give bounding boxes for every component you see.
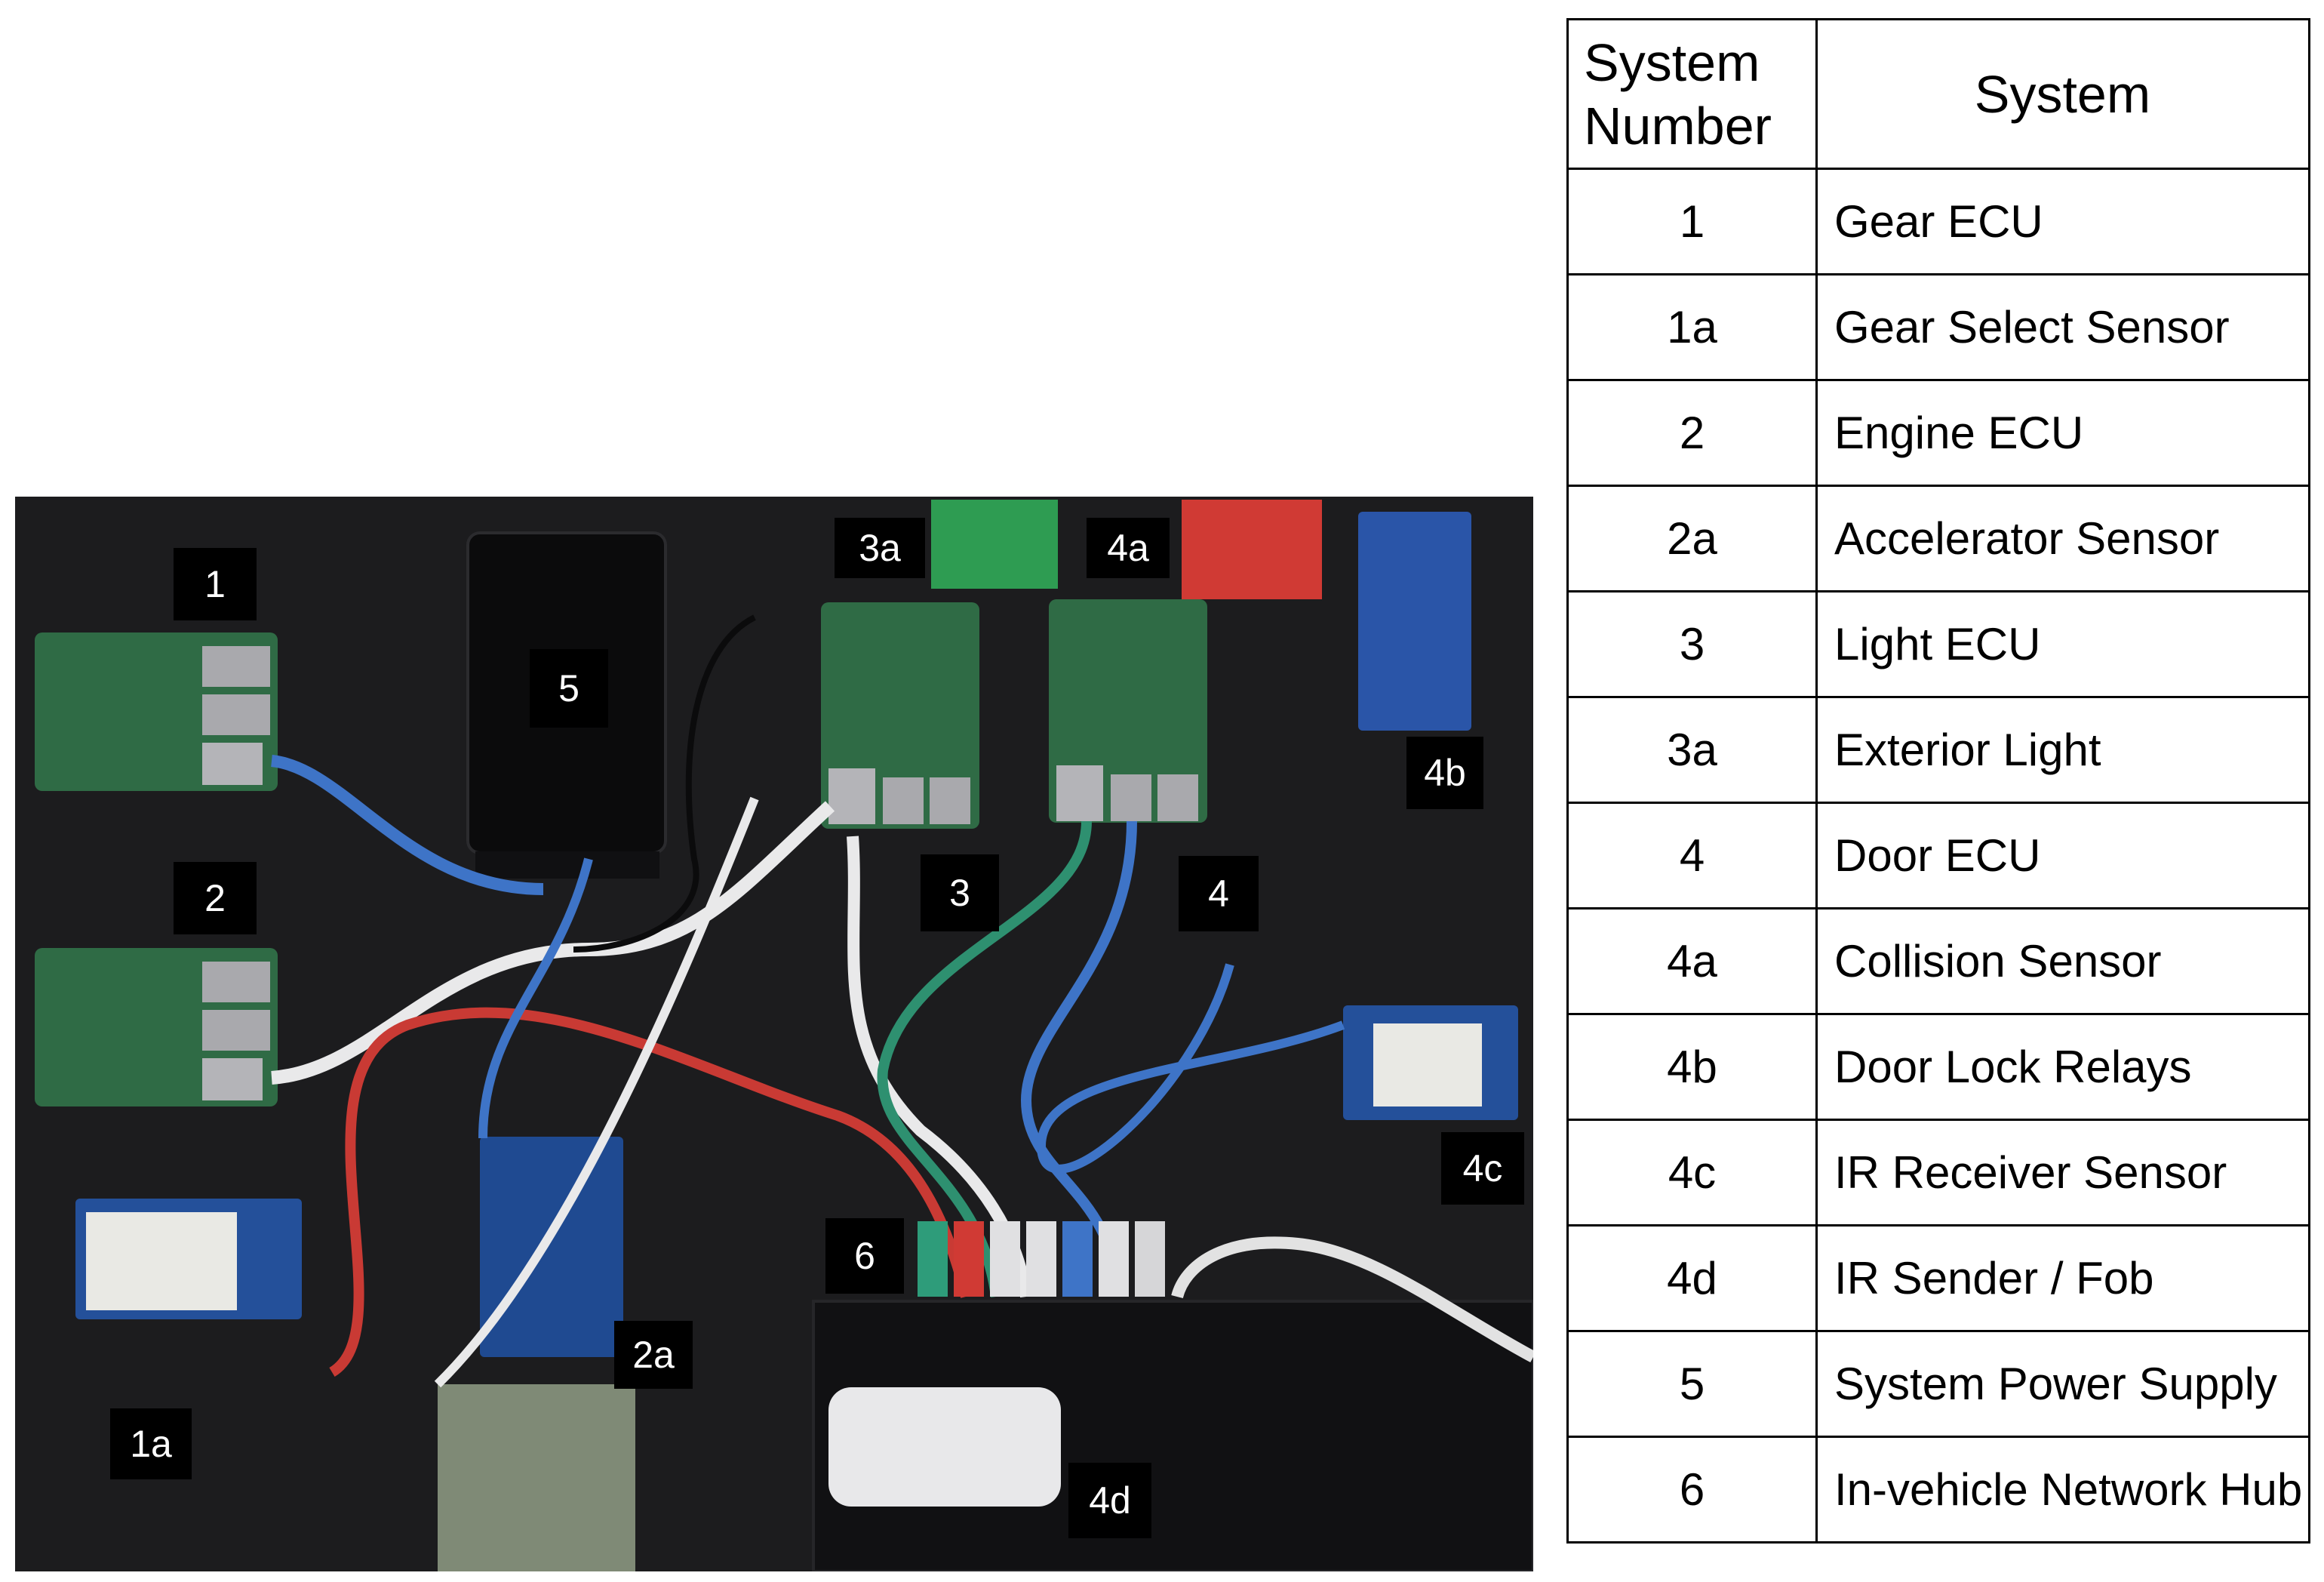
- breadboard-collision-sensor: [1182, 500, 1322, 599]
- photo-label-3: 3: [921, 854, 999, 931]
- system-legend-table: System Number System 1 Gear ECU 1a Gear …: [1566, 18, 2310, 1544]
- legend-row-number: 4d: [1566, 1224, 1818, 1332]
- legend-row-system: System Power Supply: [1815, 1330, 2310, 1438]
- legend-row: 3 Light ECU: [1566, 590, 2310, 698]
- photo-label-5: 5: [530, 649, 608, 728]
- photo-label-4b: 4b: [1406, 737, 1483, 809]
- photo-label-3a: 3a: [835, 518, 925, 578]
- legend-row: 4 Door ECU: [1566, 802, 2310, 909]
- breadboard-exterior-light: [931, 500, 1058, 589]
- legend-row-system: Exterior Light: [1815, 696, 2310, 804]
- legend-row-system: Accelerator Sensor: [1815, 485, 2310, 592]
- relay-board: [1358, 512, 1471, 731]
- legend-header-row: System Number System: [1566, 18, 2310, 170]
- legend-row-number: 4a: [1566, 907, 1818, 1015]
- photo-label-1a: 1a: [110, 1408, 192, 1479]
- legend-row-system: IR Receiver Sensor: [1815, 1119, 2310, 1227]
- photo-label-1: 1: [174, 548, 257, 620]
- legend-row: 4a Collision Sensor: [1566, 907, 2310, 1015]
- legend-row-number: 2: [1566, 379, 1818, 487]
- legend-row-number: 4c: [1566, 1119, 1818, 1227]
- photo-label-6: 6: [825, 1218, 904, 1294]
- legend-row-system: Door ECU: [1815, 802, 2310, 909]
- legend-row-number: 2a: [1566, 485, 1818, 592]
- photo-label-2: 2: [174, 862, 257, 934]
- legend-row-number: 6: [1566, 1436, 1818, 1544]
- legend-row-number: 3: [1566, 590, 1818, 698]
- legend-row: 4b Door Lock Relays: [1566, 1013, 2310, 1121]
- legend-row: 1 Gear ECU: [1566, 168, 2310, 275]
- legend-row: 4c IR Receiver Sensor: [1566, 1119, 2310, 1227]
- legend-row-system: In-vehicle Network Hub: [1815, 1436, 2310, 1544]
- legend-row: 4d IR Sender / Fob: [1566, 1224, 2310, 1332]
- legend-row: 2 Engine ECU: [1566, 379, 2310, 487]
- legend-row-number: 4b: [1566, 1013, 1818, 1121]
- proto-board: [438, 1384, 635, 1571]
- legend-row-number: 1a: [1566, 273, 1818, 381]
- legend-row-system: IR Sender / Fob: [1815, 1224, 2310, 1332]
- legend-row: 6 In-vehicle Network Hub: [1566, 1436, 2310, 1544]
- legend-row-number: 1: [1566, 168, 1818, 275]
- photo-label-4a: 4a: [1087, 518, 1170, 578]
- testbed-photo: 1 2 1a 2a 5 3a 4a 3 4 4b 4c 6 4d: [15, 497, 1533, 1571]
- legend-header-number: System Number: [1566, 18, 1818, 170]
- legend-row-system: Collision Sensor: [1815, 907, 2310, 1015]
- photo-label-4d: 4d: [1068, 1463, 1151, 1538]
- legend-row: 1a Gear Select Sensor: [1566, 273, 2310, 381]
- legend-row-system: Gear ECU: [1815, 168, 2310, 275]
- legend-row: 5 System Power Supply: [1566, 1330, 2310, 1438]
- legend-row-system: Gear Select Sensor: [1815, 273, 2310, 381]
- legend-row-system: Light ECU: [1815, 590, 2310, 698]
- testbed-illustration: [15, 497, 1533, 1571]
- photo-label-4c: 4c: [1441, 1132, 1524, 1205]
- legend-row: 2a Accelerator Sensor: [1566, 485, 2310, 592]
- ir-fob: [828, 1387, 1061, 1507]
- legend-row-number: 3a: [1566, 696, 1818, 804]
- legend-row-number: 5: [1566, 1330, 1818, 1438]
- legend-row-system: Door Lock Relays: [1815, 1013, 2310, 1121]
- legend-row-number: 4: [1566, 802, 1818, 909]
- legend-row: 3a Exterior Light: [1566, 696, 2310, 804]
- arduino-accelerator: [480, 1137, 623, 1357]
- photo-label-2a: 2a: [614, 1321, 693, 1389]
- legend-row-system: Engine ECU: [1815, 379, 2310, 487]
- legend-header-system: System: [1815, 18, 2310, 170]
- photo-label-4: 4: [1179, 856, 1259, 931]
